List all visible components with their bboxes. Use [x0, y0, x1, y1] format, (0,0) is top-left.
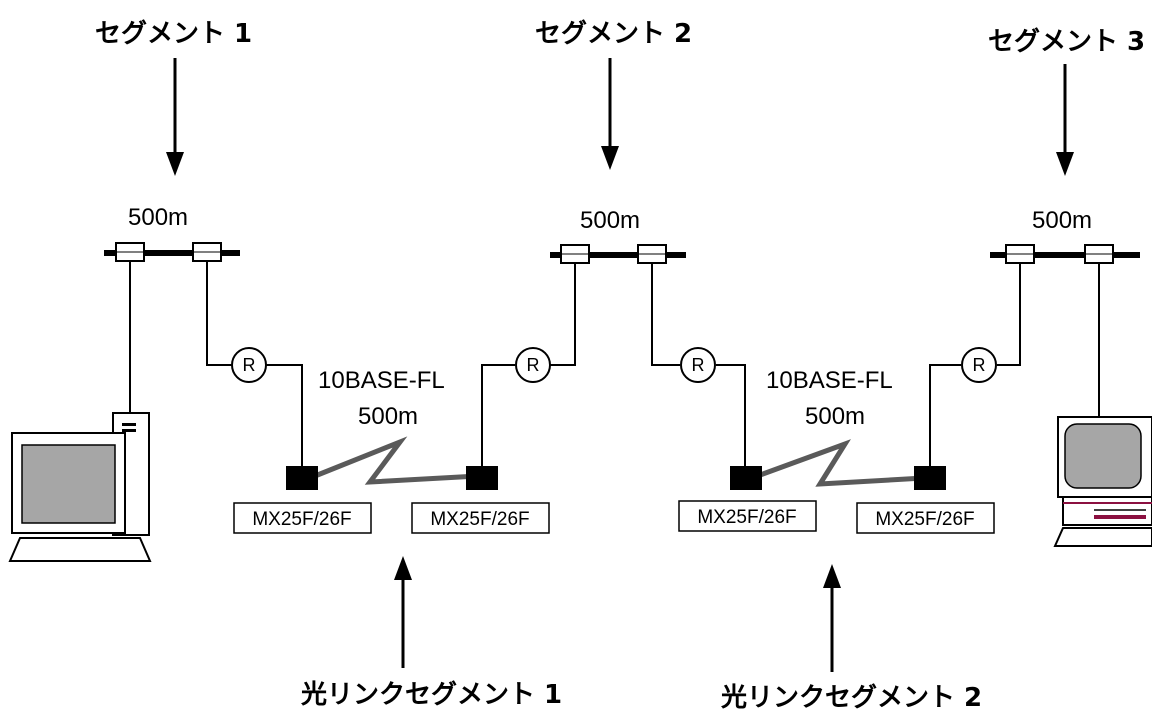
optical-segment-2-title: 光リンクセグメント 2 [720, 683, 982, 713]
fiber-link-1 [310, 442, 478, 482]
arrow-segment-2 [601, 58, 619, 170]
repeater-3-label: R [692, 355, 705, 375]
device-label-4: MX25F/26F [875, 509, 974, 530]
arrow-optical-segment-1 [394, 556, 412, 668]
cable-lines [130, 262, 1099, 470]
bus-segment-3 [990, 245, 1140, 263]
fiber-converter-3 [730, 466, 762, 490]
arrow-segment-3 [1056, 64, 1074, 176]
bus-segment-1 [104, 243, 240, 261]
fiber-link-2 [752, 444, 924, 484]
device-label-1: MX25F/26F [252, 509, 351, 530]
arrow-segment-1 [166, 58, 184, 176]
fiber-link-2-length: 500m [805, 403, 865, 430]
device-label-3: MX25F/26F [697, 507, 796, 528]
repeater-2-label: R [527, 355, 540, 375]
repeater-1: R [232, 348, 266, 382]
repeater-4: R [962, 348, 996, 382]
segment-1-title: セグメント 1 [95, 19, 252, 49]
segment-3-title: セグメント 3 [988, 27, 1145, 57]
fiber-link-2-type: 10BASE-FL [766, 367, 893, 394]
repeater-3: R [681, 348, 715, 382]
arrow-optical-segment-2 [823, 564, 841, 672]
fiber-converter-2 [466, 466, 498, 490]
optical-segment-1-title: 光リンクセグメント 1 [300, 680, 562, 710]
repeater-2: R [516, 348, 550, 382]
fiber-converter-1 [286, 466, 318, 490]
repeater-4-label: R [973, 355, 986, 375]
fiber-link-1-length: 500m [358, 403, 418, 430]
bus-1-length: 500m [128, 204, 188, 231]
fiber-link-1-type: 10BASE-FL [318, 367, 445, 394]
desktop-computer-icon [10, 413, 150, 561]
device-label-2: MX25F/26F [430, 509, 529, 530]
segment-2-title: セグメント 2 [535, 19, 692, 49]
repeater-1-label: R [243, 355, 256, 375]
terminal-computer-icon [1055, 417, 1152, 546]
bus-segment-2 [550, 245, 686, 263]
bus-3-length: 500m [1032, 207, 1092, 234]
fiber-converter-4 [914, 466, 946, 490]
bus-2-length: 500m [580, 207, 640, 234]
